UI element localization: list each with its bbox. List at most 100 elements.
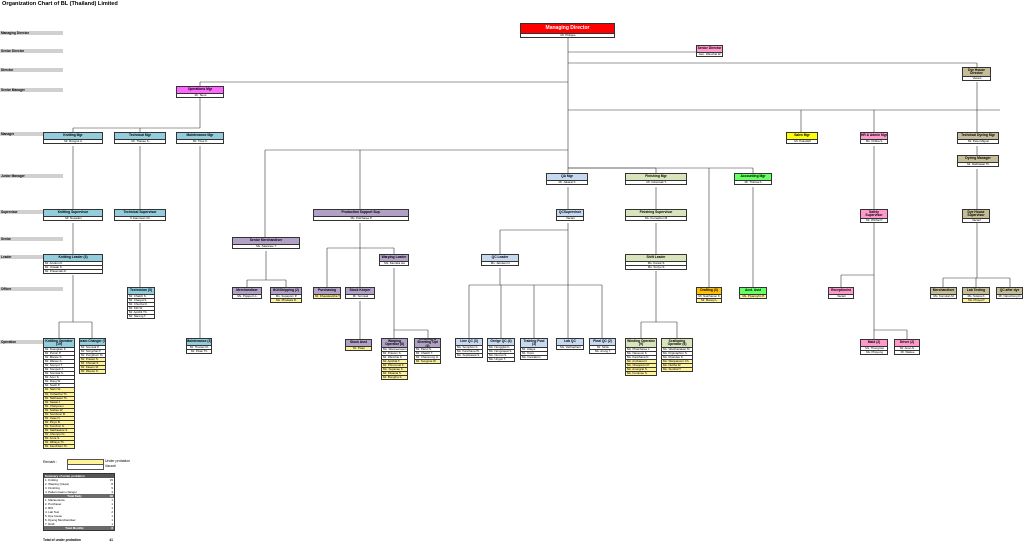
box-title: Managing Director bbox=[521, 24, 614, 33]
box-title: Maintenance Mgr bbox=[177, 133, 223, 139]
level-label: Operation bbox=[0, 340, 63, 344]
box-title: QC Leader bbox=[482, 255, 518, 261]
box-title: Merchandiser bbox=[233, 288, 261, 294]
box-name: Ms. Arung T. bbox=[590, 349, 615, 354]
box-name: Ms. Kumaphon B. bbox=[626, 216, 686, 221]
box-name: Ms. Thongmat bbox=[861, 346, 887, 351]
box-title: QCSupervisor bbox=[557, 210, 583, 216]
box-name: Ms. Patcharee P. bbox=[314, 216, 408, 221]
box-name: Ms. Anongrat S. bbox=[626, 367, 656, 372]
box-title: Dyeing Manager bbox=[958, 156, 998, 162]
box-name: Mr. Anukun K. bbox=[44, 261, 102, 266]
summary-row: 2. Warping (Cleps)8 bbox=[45, 482, 113, 486]
box-name: Ms. Kanchana W. bbox=[456, 349, 482, 354]
org-box-kop: Knitting Operator (19)Mr. Duangkan K.Mr.… bbox=[43, 338, 75, 450]
box-name: Mr. Bungrha S. bbox=[382, 375, 407, 380]
box-name: Mr. Sirisk bbox=[590, 345, 615, 350]
box-name: Mr. Narochong D. bbox=[997, 294, 1022, 299]
box-name: Mr. Jirasak S. bbox=[44, 265, 102, 270]
box-name: Ms. Chanpirom P. bbox=[626, 363, 656, 368]
box-name: Ms. Chitha S. bbox=[861, 139, 887, 144]
org-box-draft: Drafting (3)Mr. Natchanon K.Mr. Manop L. bbox=[696, 287, 722, 304]
org-box-beam: Beam Changer (7)Mr. Somsak P.Mr. Songcha… bbox=[79, 338, 106, 375]
grand-total: Total of under probation 41 bbox=[43, 538, 113, 542]
box-name: Mr. Chaiyanon bbox=[44, 403, 74, 408]
box-name: Mr. Wattee bbox=[895, 350, 919, 355]
box-name: Mr. Kitti W. bbox=[128, 306, 154, 311]
box-title: Dye House Supervisor bbox=[963, 210, 989, 218]
box-title: Cleaning & Sheeting Opt (4) bbox=[415, 339, 440, 347]
box-name: Mr. Natthawut Th. bbox=[44, 395, 74, 400]
box-name: Mr. Rung W. bbox=[44, 379, 74, 384]
box-title: Greige QC (4) bbox=[488, 339, 514, 345]
box-title: Finishing Supervisor bbox=[626, 210, 686, 216]
box-title: Purchasing bbox=[314, 288, 340, 294]
box-name: Mr. Pumin P. bbox=[44, 351, 74, 356]
box-title: Final QC (2) bbox=[590, 339, 615, 345]
box-name: Mr. Jakarat K. bbox=[547, 180, 587, 185]
box-title: Warping Leader bbox=[380, 255, 408, 261]
box-name: Ms. Jakraan N. bbox=[482, 261, 518, 266]
box-name: Mr. Thitima K. bbox=[735, 180, 771, 185]
box-name: Ms. Wanthanakan M. bbox=[662, 347, 692, 352]
box-name: Ms. Piyanuyhn P. bbox=[740, 294, 766, 299]
box-name: Ms. Supanee K. bbox=[382, 367, 407, 372]
level-label: Junior Manager bbox=[0, 174, 63, 178]
org-box-lqc: Line QC (3)Ms. Somphon K.Ms. Kanchana W.… bbox=[455, 338, 483, 359]
box-name: Ms. Komolan M. bbox=[931, 294, 956, 299]
box-title: Receptionist bbox=[829, 288, 853, 294]
box-title: Sales Mgr bbox=[787, 133, 817, 139]
box-name: Mr. Natchanon K. bbox=[697, 294, 721, 299]
box-name: Mr. Sungmai W. bbox=[415, 359, 440, 364]
box-title: QA Mgr bbox=[547, 174, 587, 180]
org-box-mnt: Maintenance (3)Mr. Thanat Ch.Mr. Pisan T… bbox=[186, 338, 212, 355]
box-title: Scalloping Operator (6) bbox=[662, 339, 692, 347]
org-box-gqc: Greige QC (4)Ms. Nonggluk K.Ms. Nongnapa… bbox=[487, 338, 515, 363]
box-name: Mr. Somboon B. bbox=[44, 411, 74, 416]
box-title: Winding Operator (9) bbox=[626, 339, 656, 347]
page-title: Organization Chart of BL (Thailand) Limi… bbox=[2, 1, 118, 7]
box-name: Mr. Natthawute S. bbox=[44, 427, 74, 432]
box-title: Drafting (3) bbox=[697, 288, 721, 294]
box-title: Operations Mgr bbox=[177, 87, 223, 93]
box-title: Knitting Mgr bbox=[44, 133, 102, 139]
box-title: Technical Dyeing Mgr bbox=[958, 133, 998, 139]
box-name: Mr. Anna S. bbox=[44, 436, 74, 441]
box-name: Ms. Phatcharee L. bbox=[626, 347, 656, 352]
box-title: Merchandiser bbox=[931, 288, 956, 294]
box-title: Technician (5) bbox=[128, 288, 154, 294]
box-name: Mr. Yossi bbox=[521, 351, 547, 356]
box-name: Mr. Phrommal K. bbox=[382, 363, 407, 368]
box-name: Mr. Ueae N. bbox=[44, 415, 74, 420]
box-title: Safety Supervisor bbox=[861, 210, 887, 218]
org-box-clp: Cleaning & Sheeting Opt (4)Mr. Pairot S.… bbox=[414, 338, 441, 365]
box-name: Mr. Songchai P. bbox=[80, 349, 105, 354]
box-name: Mr. Jittaya bbox=[521, 347, 547, 352]
org-box-boi: BOI/Shipping (2)Ms. Supaporn P.Ms. Phats… bbox=[270, 287, 302, 304]
box-name: Mr. Anan N. bbox=[895, 346, 919, 351]
box-title: Training Pool (3) bbox=[521, 339, 547, 347]
box-title: Line QC (3) bbox=[456, 339, 482, 345]
box-name: Mr. Suthee W. bbox=[44, 407, 74, 412]
box-name: Mr. Prasert S. bbox=[80, 357, 105, 362]
remark-label: Remark : bbox=[43, 460, 58, 464]
box-name: Mr. Sompob J. bbox=[44, 367, 74, 372]
